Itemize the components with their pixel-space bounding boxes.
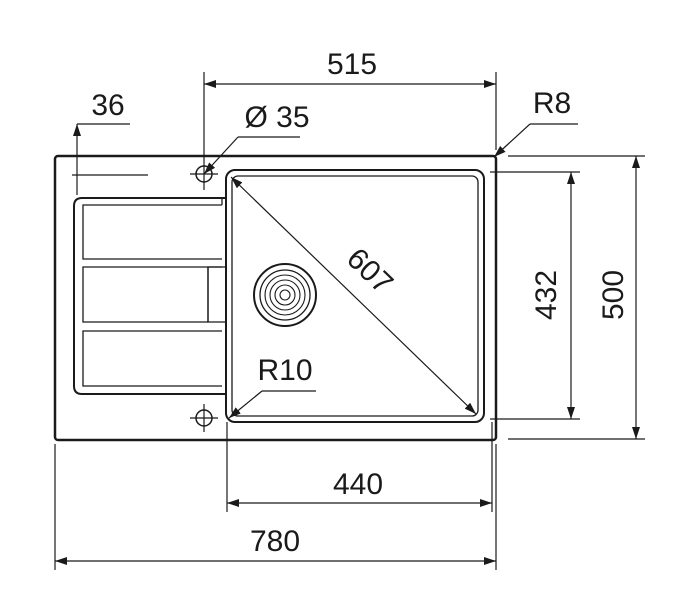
dim-label-r10: R10 (257, 354, 312, 387)
dim-label-diameter: Ø 35 (244, 101, 309, 134)
sink-outline (53, 154, 498, 442)
tap-hole-crosshair-icon (190, 160, 218, 190)
drainer-area (73, 197, 227, 395)
dimension-515: 515 (203, 48, 497, 160)
dimension-432: 432 (490, 171, 580, 420)
dimension-tap-hole-diameter: Ø 35 (203, 101, 310, 175)
dim-label-432: 432 (530, 270, 563, 320)
overflow-hole-crosshair-icon (190, 404, 218, 432)
dimension-r10: R10 (228, 354, 316, 419)
dim-label-r8: R8 (533, 87, 571, 120)
dim-label-515: 515 (327, 48, 377, 81)
dimension-780: 780 (54, 444, 497, 570)
dim-label-440: 440 (333, 468, 383, 501)
dim-label-36: 36 (91, 89, 124, 122)
dimension-500: 500 (508, 155, 645, 440)
dimension-36: 36 (72, 89, 148, 195)
dim-label-500: 500 (597, 270, 630, 320)
dimension-r8: R8 (493, 87, 578, 158)
drain-strainer-icon (253, 263, 317, 327)
dim-label-780: 780 (250, 525, 300, 558)
dimension-440: 440 (226, 422, 493, 512)
